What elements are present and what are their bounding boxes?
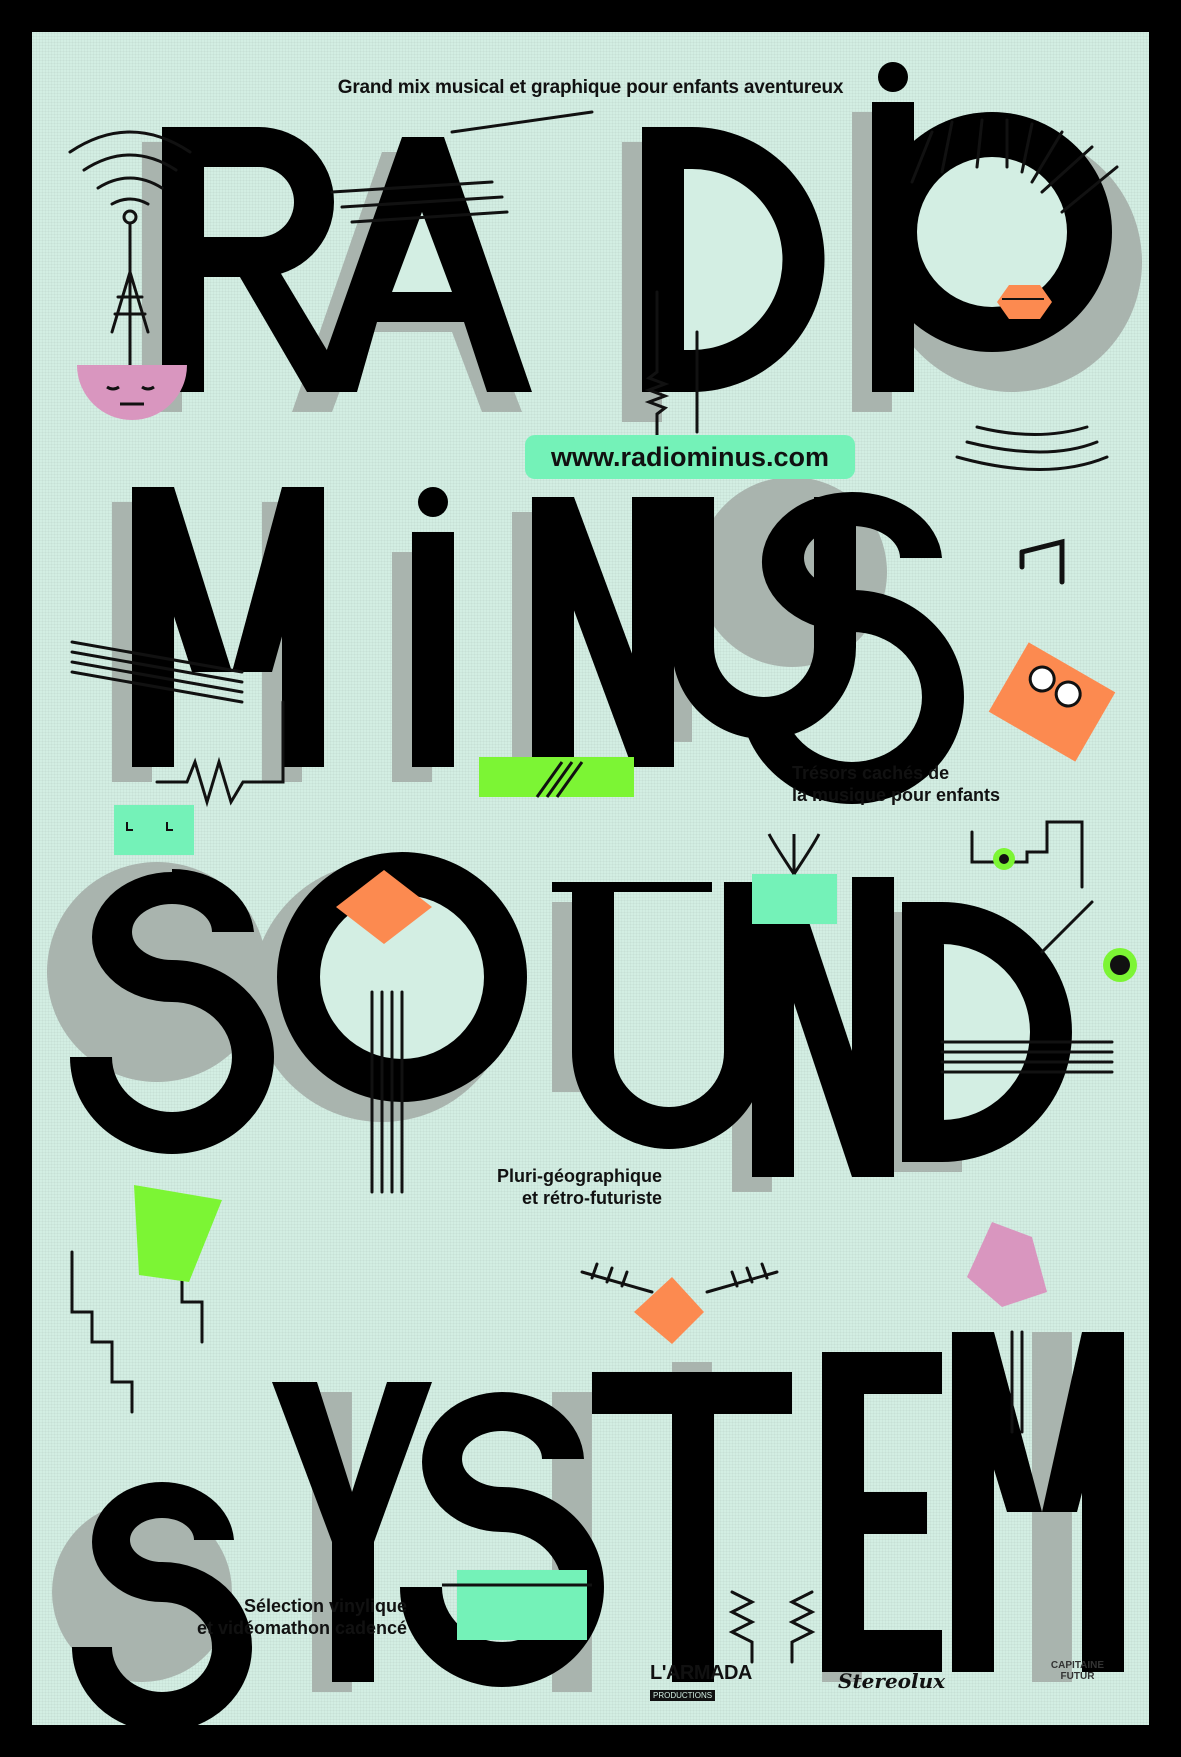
radio-wave-icon xyxy=(68,130,192,154)
orange-hex-face-icon xyxy=(997,285,1052,319)
logo-armada: L'ARMADA PRODUCTIONS xyxy=(650,1662,752,1703)
pink-hairy-face-icon xyxy=(967,1222,1047,1307)
caption-selection: Sélection vinylique et vidéomathon caden… xyxy=(142,1595,407,1639)
letter-Y xyxy=(272,1382,432,1682)
caption-line: Trésors cachés de xyxy=(792,763,950,783)
caption-line: Pluri-géographique xyxy=(496,1166,662,1186)
logo-capitaine-futur: CAPITAINE FUTUR xyxy=(1050,1660,1105,1682)
orange-diamond-face-icon xyxy=(336,870,432,944)
lime-crawler-icon xyxy=(479,757,634,798)
mint-plant-box-icon xyxy=(752,833,837,924)
title-letters xyxy=(70,62,1124,1725)
letter-S3 xyxy=(72,1481,252,1725)
letter-S4 xyxy=(400,1392,604,1687)
poster: Grand mix musical et graphique pour enfa… xyxy=(32,32,1149,1725)
logo-armada-sub: PRODUCTIONS xyxy=(650,1690,716,1701)
website-link[interactable]: www.radiominus.com xyxy=(525,435,855,479)
mint-box-bottom-icon xyxy=(442,1570,592,1640)
letter-U2 xyxy=(572,882,766,1149)
letter-I2 xyxy=(412,532,454,767)
letter-U xyxy=(672,497,856,739)
orange-glasses-character-icon xyxy=(988,642,1116,762)
poster-artwork xyxy=(47,62,1142,1725)
letter-R xyxy=(162,127,204,392)
caption-tresors: Trésors cachés de la musique pour enfant… xyxy=(792,762,1000,806)
characters xyxy=(77,285,1137,1640)
orange-xeyes-face-icon xyxy=(634,1277,704,1344)
logo-stereolux: Stereolux xyxy=(838,1669,946,1693)
logo-armada-name: L'ARMADA xyxy=(650,1662,752,1684)
tagline: Grand mix musical et graphique pour enfa… xyxy=(337,77,844,98)
letter-S2 xyxy=(70,868,274,1154)
caption-pluri: Pluri-géographique et rétro-futuriste xyxy=(472,1165,662,1209)
decorations xyxy=(68,110,1119,1664)
mint-box-face-icon xyxy=(114,805,194,855)
pink-bowl-face-icon xyxy=(77,365,187,420)
caption-line: la musique pour enfants xyxy=(792,785,1001,805)
lime-bucket-face-icon xyxy=(134,1185,222,1282)
caption-line: et vidéomathon cadencé xyxy=(196,1618,407,1638)
antlers-icon xyxy=(580,1262,779,1294)
sun-rays-icon xyxy=(910,118,1119,214)
caption-line: et rétro-futuriste xyxy=(521,1188,662,1208)
caption-line: Sélection vinylique xyxy=(243,1596,407,1616)
letter-S xyxy=(740,491,964,804)
